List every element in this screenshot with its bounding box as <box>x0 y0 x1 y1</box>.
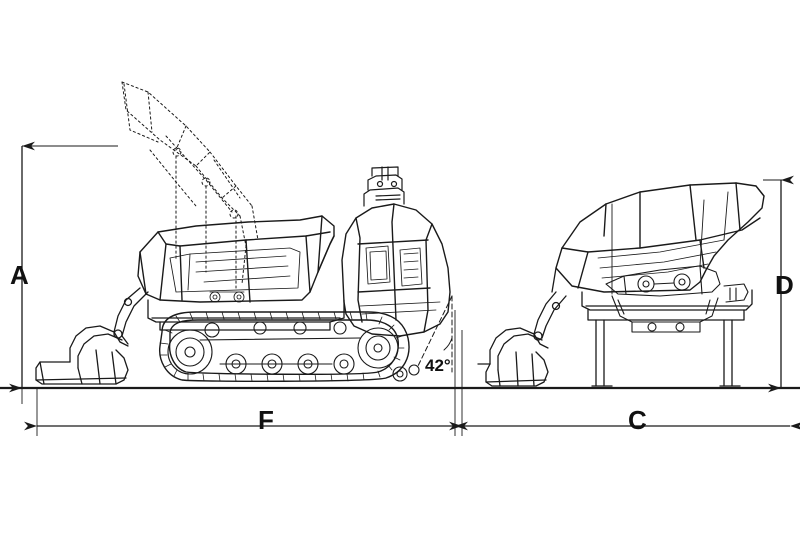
dimension-label-C: C <box>628 405 647 435</box>
track-rollers <box>167 321 420 382</box>
ghost-raised-skip <box>121 81 259 289</box>
skip-interior-details <box>169 247 301 303</box>
track-assembly <box>159 311 410 383</box>
rear-hydraulics <box>605 265 749 333</box>
raised-skip <box>555 182 765 293</box>
side-view <box>35 81 453 385</box>
engine-panel-details <box>359 245 441 315</box>
loader-arm-and-bucket <box>35 287 149 385</box>
rear-loader-bucket <box>477 267 567 387</box>
front-rear-view <box>477 182 765 387</box>
chassis-frame <box>147 299 345 331</box>
dimension-label-A: A <box>10 260 29 290</box>
dimension-label-D: D <box>775 270 794 300</box>
track-cleats <box>159 311 405 382</box>
rear-chassis-frame <box>581 289 753 387</box>
tipping-angle-indicator <box>417 295 453 373</box>
control-console <box>363 166 405 207</box>
dimension-label-F: F <box>258 405 274 435</box>
rear-arm-links <box>611 191 729 295</box>
tipping-angle-label: 42° <box>425 356 451 375</box>
engine-cover <box>341 203 451 337</box>
